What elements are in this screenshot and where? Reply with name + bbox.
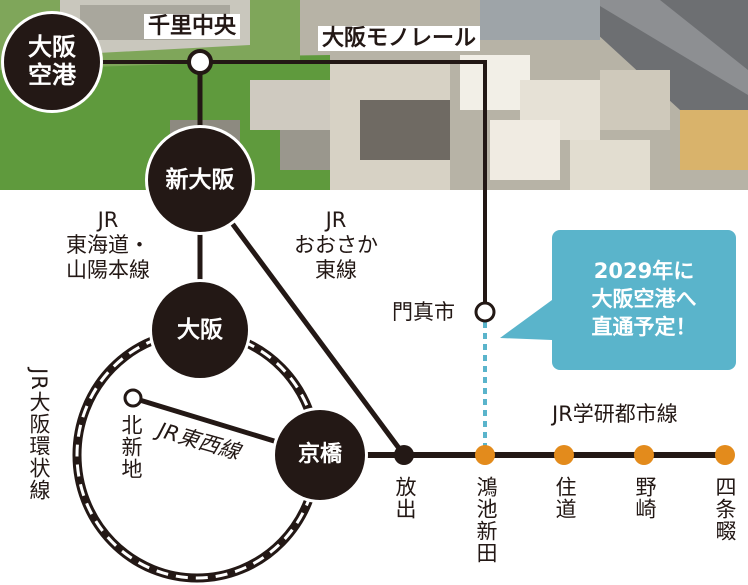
station-kyobashi[interactable]: 京橋 (275, 410, 365, 500)
osaka-higashi-name-1: おおさか (294, 233, 378, 258)
extension-callout: 2029年に 大阪空港へ 直通予定！ (552, 230, 736, 370)
callout-line-1: 2029年に (593, 259, 695, 284)
shijonawate-label: 四条畷 (713, 476, 737, 542)
kitashinchi-dot (123, 388, 143, 408)
osaka-loop-line-label: JR大阪環状線 (27, 368, 51, 501)
callout-pointer (500, 300, 552, 340)
station-shin-osaka[interactable]: 新大阪 (148, 128, 252, 232)
hanaten-label: 放出 (393, 476, 417, 520)
tokaido-name-1: 東海道・ (66, 233, 150, 258)
osaka-higashi-line (197, 178, 407, 457)
kadoma-label: 門真市 (392, 300, 455, 324)
konoike-shinden-label: 鴻池新田 (474, 476, 498, 564)
osaka-higashi-line-label: JR おおさか 東線 (288, 208, 384, 284)
gakkentoshi-line-label: JR学研都市線 (552, 402, 678, 426)
nozaki-label: 野崎 (633, 476, 657, 520)
callout-line-2: 大阪空港へ (591, 287, 697, 312)
konoike-shinden-dot (475, 445, 495, 465)
tokaido-jr-text: JR (97, 208, 119, 232)
hanaten-dot (394, 445, 414, 465)
callout-line-3: 直通予定！ (591, 314, 697, 339)
tokaido-name-2: 山陽本線 (66, 258, 150, 283)
senri-chuo-label: 千里中央 (144, 14, 241, 40)
monorail-line (52, 60, 487, 312)
osaka-higashi-jr-text: JR (325, 208, 347, 232)
kadoma-dot (474, 301, 496, 323)
station-osaka[interactable]: 大阪 (152, 282, 248, 378)
suminodo-label: 住道 (553, 476, 577, 520)
station-itami-airport[interactable]: 大阪 空港 (4, 14, 100, 110)
shijonawate-dot (715, 445, 735, 465)
senri-chuo-dot (187, 49, 213, 75)
nozaki-dot (634, 445, 654, 465)
monorail-label: 大阪モノレール (318, 26, 481, 52)
tokaido-line-label: JR 東海道・ 山陽本線 (52, 208, 164, 284)
suminodo-dot (554, 445, 574, 465)
kitashinchi-label: 北新地 (119, 414, 143, 480)
osaka-higashi-name-2: 東線 (315, 258, 357, 283)
